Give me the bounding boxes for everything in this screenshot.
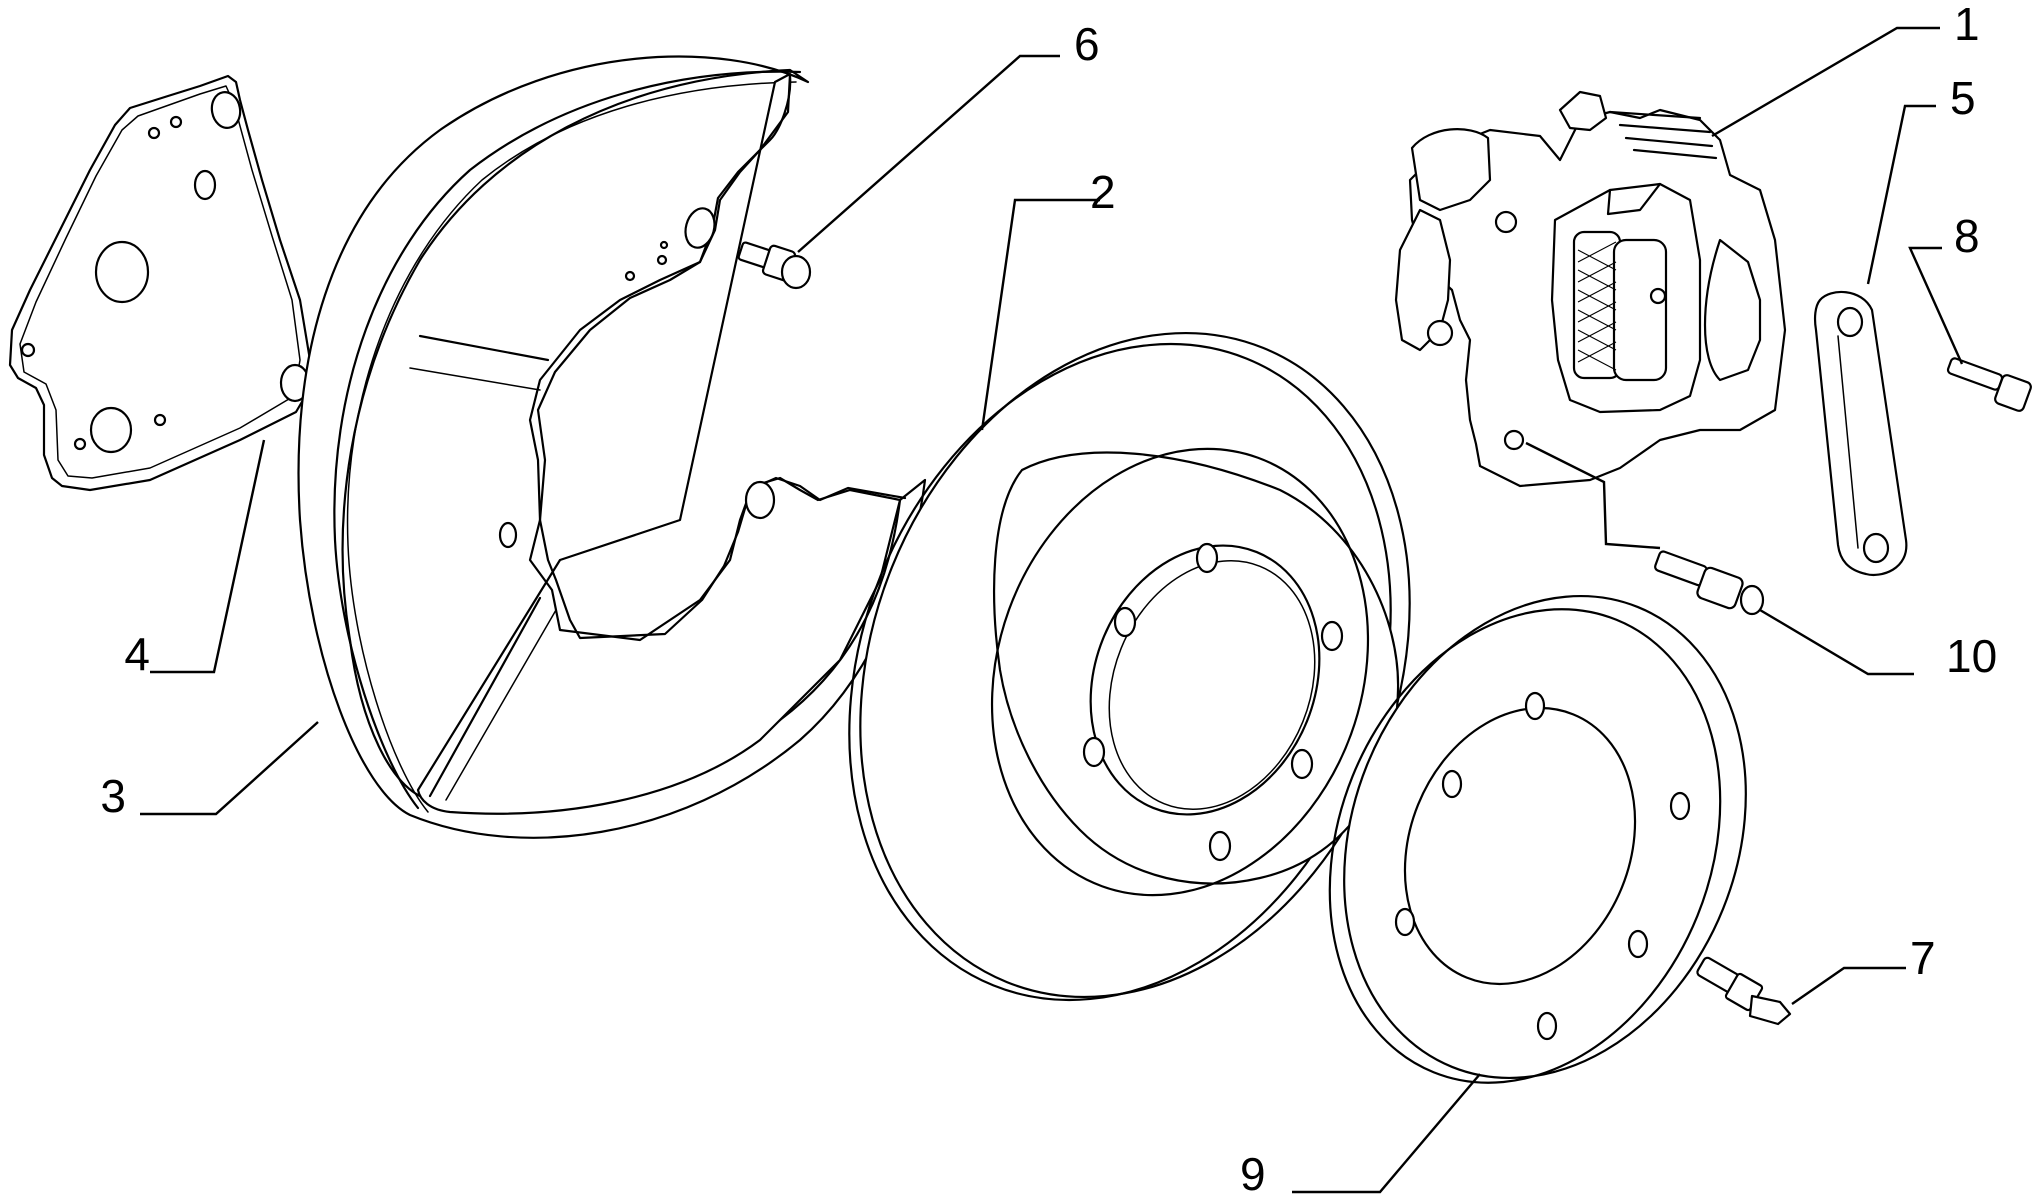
callout-3: 3	[100, 770, 126, 822]
bleed-screw-part	[1654, 550, 1765, 616]
leader-5	[1866, 104, 1936, 285]
callout-10: 10	[1946, 630, 1997, 682]
callout-5: 5	[1950, 72, 1976, 124]
brake-disc-part	[848, 331, 1411, 1002]
leader-lines	[140, 26, 1964, 1194]
shield-bolt-part	[737, 241, 812, 290]
callout-1: 1	[1954, 0, 1980, 50]
splash-shield-part	[297, 55, 927, 839]
leader-10	[1525, 441, 1661, 550]
callout-8: 8	[1954, 210, 1980, 262]
callout-9: 9	[1240, 1148, 1266, 1196]
callout-4: 4	[124, 628, 150, 680]
mounting-plate-part	[8, 74, 312, 492]
leader-9	[1292, 1073, 1481, 1194]
spacer-ring-part	[1328, 594, 1747, 1084]
leader-6	[797, 54, 1060, 253]
leader-3	[140, 721, 319, 816]
callout-2: 2	[1090, 166, 1116, 218]
wheel-stud-part	[1696, 956, 1792, 1026]
leader-8	[1908, 246, 1964, 365]
leader-10-b	[1759, 608, 1914, 676]
leader-4	[150, 439, 266, 674]
bracket-bolt-part	[1946, 357, 2032, 412]
leader-7	[1791, 966, 1906, 1005]
brake-caliper-part	[1394, 90, 1787, 488]
callout-6: 6	[1074, 18, 1100, 70]
caliper-bracket-link-part	[1813, 290, 1908, 576]
callout-7: 7	[1910, 932, 1936, 984]
leader-2	[980, 198, 1100, 431]
leader-1	[1711, 26, 1940, 138]
callout-labels: 1 2 3 4 5 6 7 8 9 10	[100, 0, 1997, 1200]
